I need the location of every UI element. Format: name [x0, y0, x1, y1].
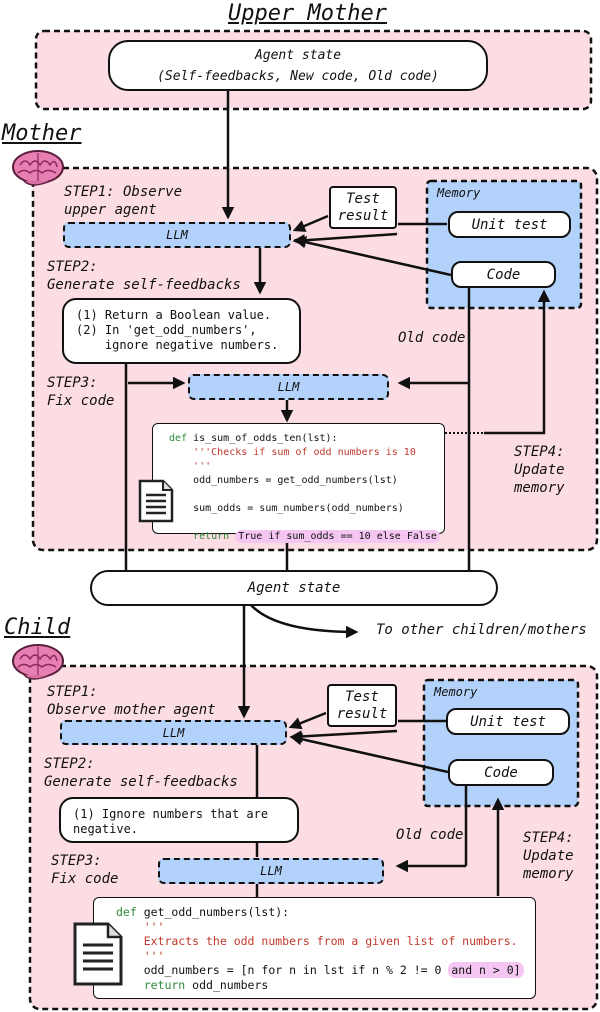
mother-unit-test: Unit test	[448, 211, 571, 238]
child-code-snippet: def get_odd_numbers(lst): ''' Extracts t…	[93, 897, 536, 999]
child-llm-observe: LLM	[60, 720, 287, 745]
code-line: odd_numbers = [n for n in lst if n % 2 !…	[116, 963, 449, 977]
child-memory-label: Memory	[434, 685, 478, 699]
upper-agent-state-title: Agent state	[254, 47, 342, 63]
mother-connectors	[124, 91, 551, 575]
docstring-line: '''	[116, 948, 165, 963]
child-llm-fix: LLM	[158, 858, 384, 884]
highlighted-change: and n > 0]	[448, 962, 524, 978]
mother-code-snippet: def is_sum_of_odds_ten(lst): '''Checks i…	[152, 423, 445, 543]
mother-step2: STEP2: Generate self-feedbacks	[47, 259, 241, 293]
docstring-line: '''	[169, 461, 212, 472]
mother-memory-box	[425, 179, 583, 310]
child-title: Child	[4, 615, 71, 640]
agent-state: Agent state	[90, 570, 498, 606]
upper-mother-title: Upper Mother	[228, 1, 387, 26]
child-step3: STEP3: Fix code	[51, 853, 119, 887]
docstring-line: '''	[116, 919, 165, 934]
child-old-code-label: Old code	[396, 827, 464, 843]
keyword-def: def	[169, 433, 188, 444]
code-line: odd_numbers = get_odd_numbers(lst)	[169, 475, 398, 486]
agent-state-connectors	[237, 603, 359, 719]
docstring-line: Extracts the odd numbers from a given li…	[116, 934, 518, 948]
keyword-return: return	[116, 977, 186, 992]
child-step2: STEP2: Generate self-feedbacks	[44, 756, 238, 790]
mother-step1: STEP1: Observe upper agent	[64, 184, 183, 218]
brain-icon	[12, 150, 64, 186]
mother-title: Mother	[2, 121, 82, 146]
upper-agent-state-detail: (Self-feedbacks, New code, Old code)	[157, 68, 439, 84]
document-icon	[73, 922, 123, 986]
keyword-def: def	[116, 905, 137, 919]
upper-agent-state: Agent state (Self-feedbacks, New code, O…	[108, 40, 488, 91]
child-connectors	[255, 711, 505, 898]
child-feedback: (1) Ignore numbers that are negative.	[59, 797, 299, 843]
brain-icon	[12, 644, 64, 680]
child-step4: STEP4: Update memory	[523, 830, 574, 882]
code-line: sum_odds = sum_numbers(odd_numbers)	[169, 503, 404, 514]
mother-memory-label: Memory	[437, 186, 481, 200]
to-other-agents-label: To other children/mothers	[376, 622, 587, 638]
mother-llm-fix: LLM	[188, 374, 389, 400]
highlighted-change: True if sum_odds == 10 else False	[235, 530, 440, 543]
mother-llm-observe: LLM	[63, 222, 291, 248]
child-code: Code	[448, 759, 554, 786]
mother-test-result: Test result	[329, 186, 397, 229]
document-icon	[138, 479, 174, 523]
mother-code: Code	[451, 261, 556, 288]
code-line: odd_numbers	[185, 977, 269, 992]
code-line: get_odd_numbers(lst):	[136, 905, 290, 919]
keyword-return: return	[169, 531, 230, 542]
mother-step3: STEP3: Fix code	[47, 375, 115, 409]
child-unit-test: Unit test	[446, 708, 570, 735]
child-step1: STEP1: Observe mother agent	[47, 684, 216, 718]
code-line: is_sum_of_odds_ten(lst):	[187, 433, 338, 444]
mother-feedback: (1) Return a Boolean value. (2) In 'get_…	[62, 298, 301, 364]
mother-old-code-label: Old code	[398, 330, 466, 346]
child-test-result: Test result	[327, 684, 397, 727]
mother-step4: STEP4: Update memory	[514, 444, 565, 496]
docstring-line: '''Checks if sum of odd numbers is 10	[169, 447, 416, 458]
